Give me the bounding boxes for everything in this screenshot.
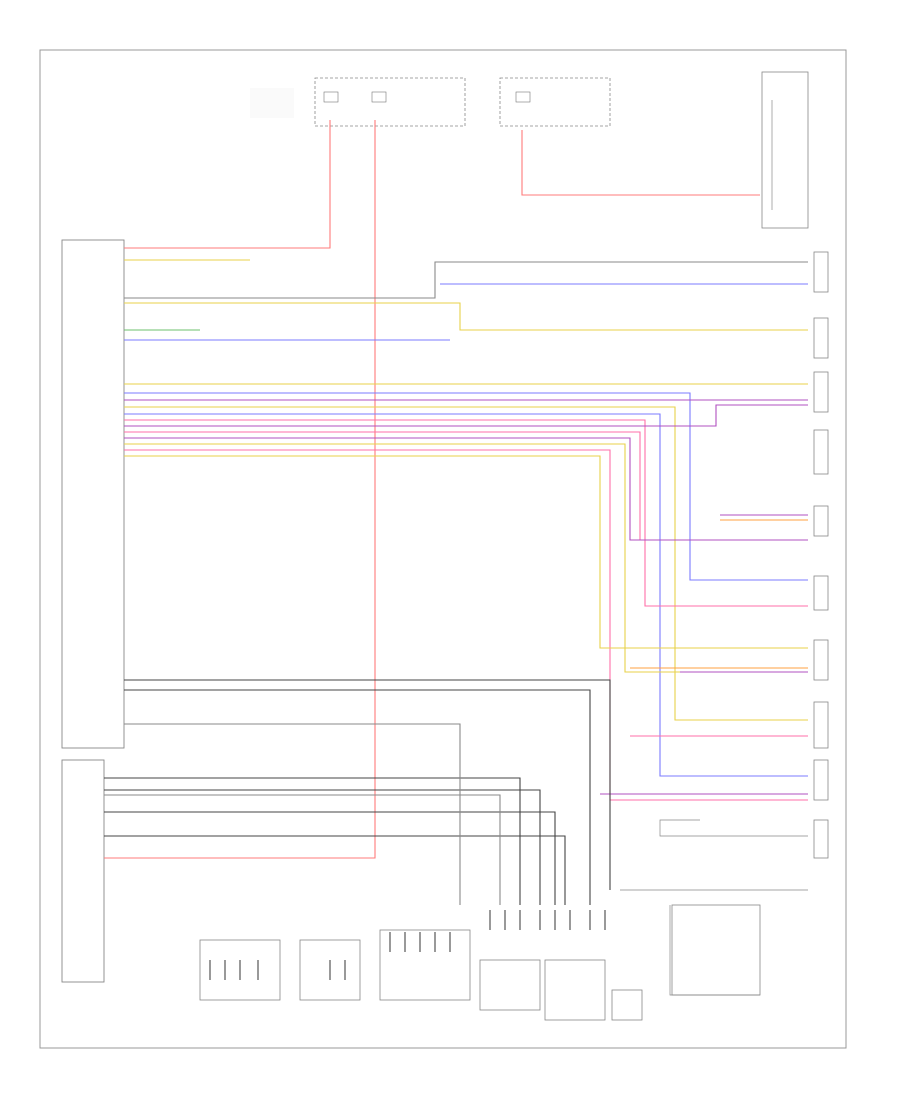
fuse-box-left	[250, 77, 466, 127]
connector-pins	[209, 910, 606, 980]
bottom-connectors	[199, 929, 643, 1021]
speaker-connectors	[813, 251, 829, 859]
module-bottom-right	[671, 904, 761, 996]
amplifier-box	[61, 759, 105, 983]
wires	[104, 120, 808, 996]
module-top-right	[761, 71, 809, 229]
diagram-frame	[39, 49, 847, 1049]
radio-unit-box	[61, 239, 125, 749]
fuse-box-right	[499, 77, 611, 127]
